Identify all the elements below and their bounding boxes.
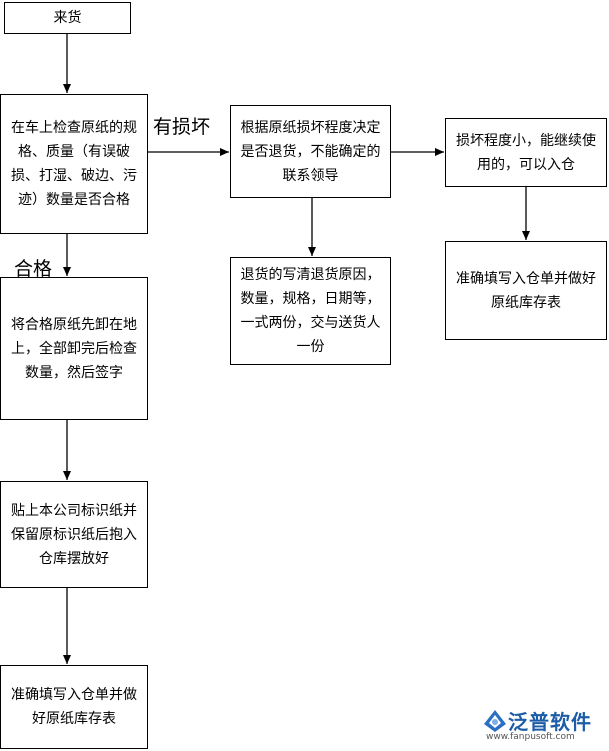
node-arrival: 来货 [4, 2, 131, 34]
node-return: 退货的写清退货原因，数量，规格，日期等，一式两份，交与送货人一份 [230, 257, 391, 365]
edge-label-qualified: 合格 [14, 258, 53, 280]
node-record-right: 准确填写入仓单并做好原纸库存表 [445, 241, 607, 340]
node-minor: 损坏程度小，能继续使用的，可以入仓 [445, 118, 607, 187]
fanpu-logo-icon [484, 710, 506, 732]
node-unload: 将合格原纸先卸在地上，全部卸完后检查数量，然后签字 [0, 277, 148, 420]
logo-brand-name: 泛普软件 [508, 710, 592, 734]
node-inspect: 在车上检查原纸的规格、质量（有误破损、打湿、破边、污迹）数量是否合格 [0, 94, 148, 234]
edge-label-damaged: 有损坏 [153, 116, 211, 138]
logo-url: www.fanpusoft.com [486, 732, 575, 742]
node-label: 贴上本公司标识纸并保留原标识纸后抱入仓库摆放好 [0, 481, 148, 588]
node-record-left: 准确填写入仓单并做好原纸库存表 [0, 665, 148, 749]
node-decide: 根据原纸损坏程度决定是否退货，不能确定的联系领导 [230, 105, 391, 198]
